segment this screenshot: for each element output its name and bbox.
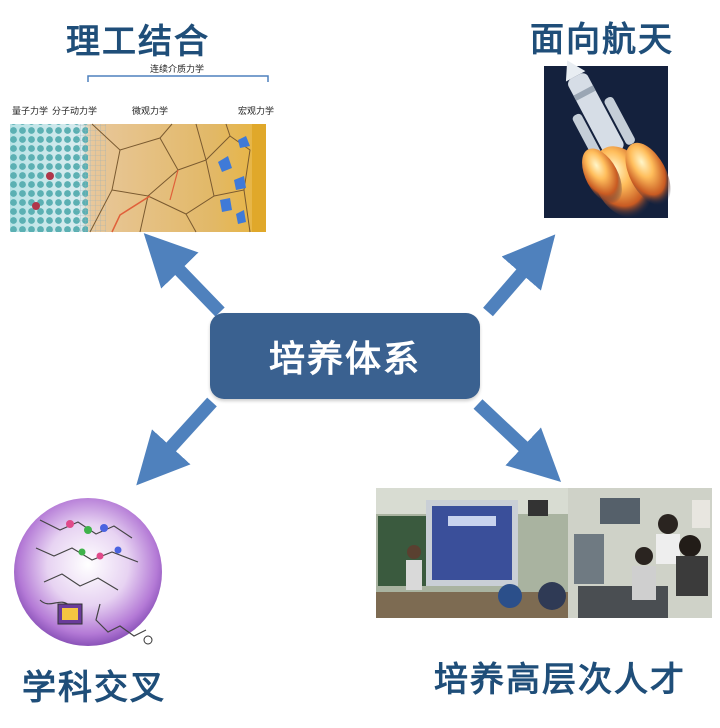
center-label: 培养体系	[268, 339, 421, 380]
label-quantum: 量子力学	[12, 105, 48, 117]
arrow-bottom-right	[473, 399, 562, 483]
node-title-top-right: 面向航天	[530, 20, 674, 60]
arrow-bottom-left	[136, 397, 217, 486]
node-title-bottom-left: 学科交叉	[22, 668, 166, 708]
label-micro: 微观力学	[132, 105, 168, 117]
bracket-label: 连续介质力学	[150, 63, 204, 75]
node-title-top-left: 理工结合	[66, 22, 210, 62]
arrow-top-right	[483, 234, 556, 317]
arrow-top-left	[143, 233, 225, 317]
label-macro: 宏观力学	[238, 105, 274, 117]
label-molecular: 分子动力学	[52, 105, 97, 117]
center-node: 培养体系	[210, 313, 480, 399]
node-title-bottom-right: 培养高层次人才	[434, 660, 686, 700]
